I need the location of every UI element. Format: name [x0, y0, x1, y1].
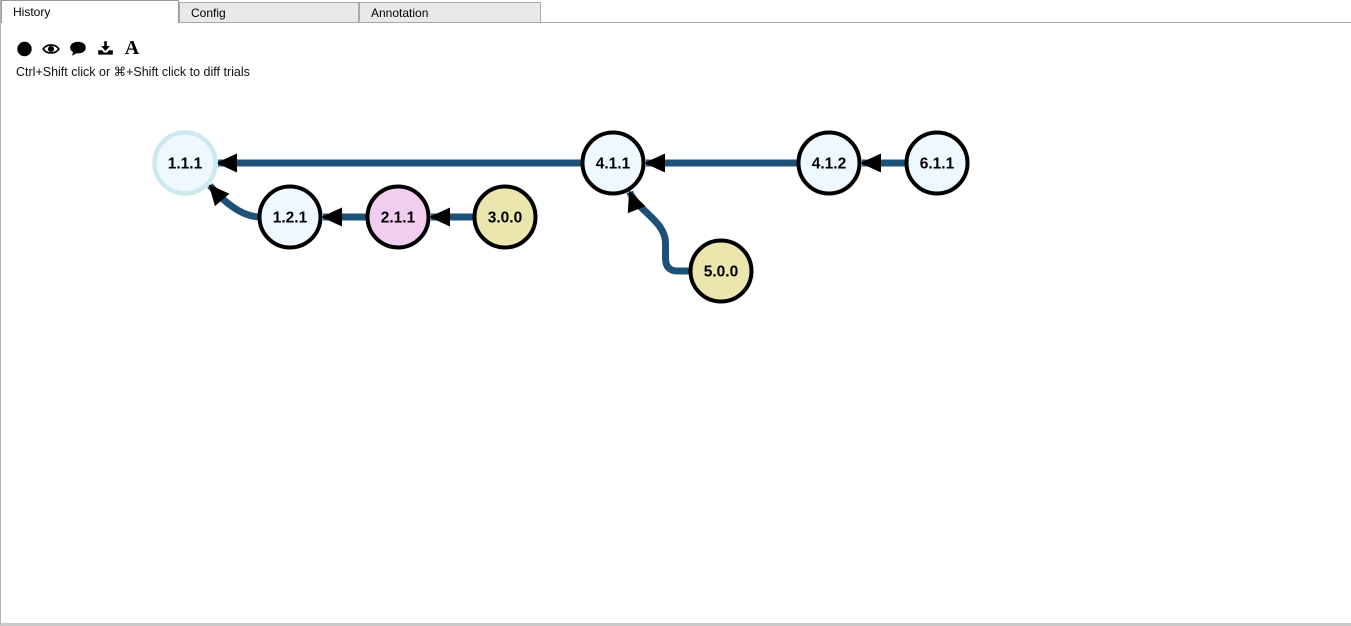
trial-node-4.1.1[interactable]: 4.1.1 [580, 130, 646, 196]
tab-annotation[interactable]: Annotation [359, 2, 541, 22]
trial-node-4.1.2[interactable]: 4.1.2 [796, 130, 862, 196]
trial-node-label: 3.0.0 [488, 210, 522, 227]
diff-hint-text: Ctrl+Shift click or ⌘+Shift click to dif… [16, 65, 250, 79]
comment-icon[interactable] [69, 39, 87, 57]
trial-history-graph: 1.1.1 1.2.1 2.1.1 3.0.0 4.1.1 5.0.0 4.1.2 6.1.1 [152, 130, 970, 304]
trial-node-3.0.0[interactable]: 3.0.0 [472, 184, 538, 250]
trial-node-label: 4.1.1 [596, 156, 631, 173]
trial-node-label: 6.1.1 [920, 156, 955, 173]
trial-node-label: 4.1.2 [812, 156, 846, 173]
eye-icon[interactable] [42, 39, 60, 57]
tabbar-divider [179, 22, 1351, 23]
trial-node-1.2.1[interactable]: 1.2.1 [257, 184, 323, 250]
text-annotation-icon[interactable]: A [123, 37, 141, 59]
text-annotation-glyph: A [124, 37, 140, 59]
toolbar: A [15, 38, 141, 58]
trial-node-label: 5.0.0 [704, 264, 738, 281]
record-circle-icon[interactable] [15, 39, 33, 57]
trial-node-1.1.1[interactable]: 1.1.1 [152, 130, 218, 196]
trial-edge-1.2.1-to-1.1.1 [207, 183, 261, 221]
tab-history[interactable]: History [1, 0, 179, 23]
trial-node-label: 1.1.1 [168, 156, 203, 173]
tab-bar: History Config Annotation [1, 0, 1351, 23]
trial-node-label: 1.2.1 [273, 210, 308, 227]
trial-node-label: 2.1.1 [381, 210, 416, 227]
trial-edge-5.0.0-to-4.1.1 [626, 190, 692, 275]
trial-node-2.1.1[interactable]: 2.1.1 [365, 184, 431, 250]
download-icon[interactable] [96, 39, 114, 57]
tab-config[interactable]: Config [179, 2, 359, 22]
trial-node-6.1.1[interactable]: 6.1.1 [904, 130, 970, 196]
trial-node-5.0.0[interactable]: 5.0.0 [688, 238, 754, 304]
